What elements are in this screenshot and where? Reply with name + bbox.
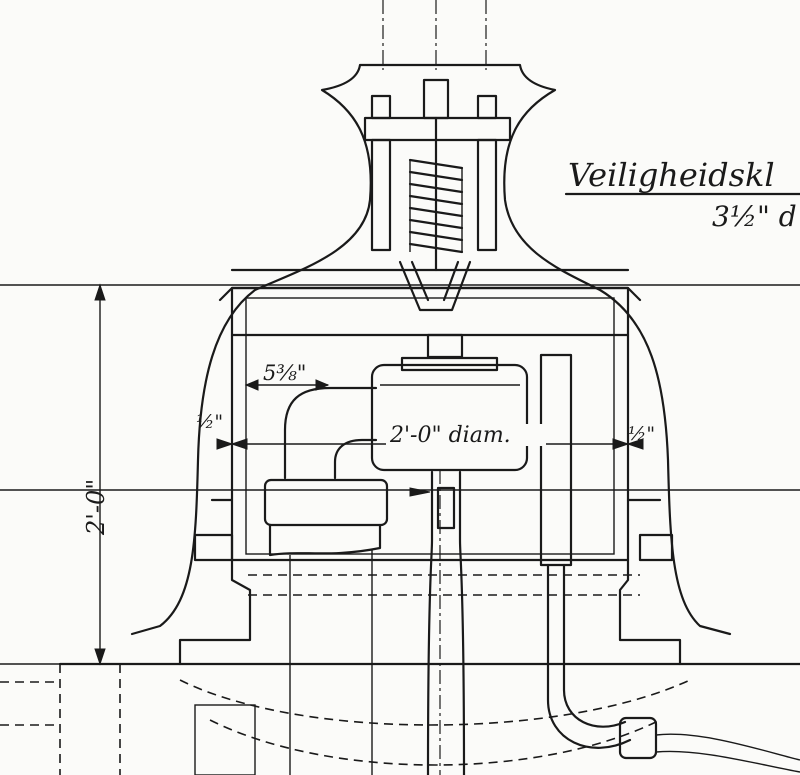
pipe-union: [618, 716, 658, 760]
nut-right: [476, 94, 498, 120]
gap-left-label: ½": [196, 411, 223, 433]
side-flanges: [193, 533, 674, 562]
vertical-pipe-right: [539, 353, 573, 567]
gap-right-arrow: [626, 438, 644, 450]
height-label: 2'-0": [82, 479, 110, 536]
offset-arrows: [244, 379, 330, 391]
adjusting-nut: [422, 78, 450, 120]
valve-chest: [370, 363, 529, 472]
offset-label: 5⅜": [263, 361, 306, 385]
elbow-broken-section: [268, 523, 382, 557]
base-legs: [178, 558, 682, 666]
crosshead-bar: [363, 116, 512, 142]
chest-nut: [426, 333, 464, 359]
stem-arrow: [409, 487, 431, 497]
bowl-hidden-curve: [179, 679, 691, 726]
nut-left: [370, 94, 392, 120]
height-arrows: [94, 283, 106, 666]
casing-inner-rect: [245, 297, 615, 555]
spring-coils: [408, 158, 464, 254]
bowl-hidden-curve-2: [209, 719, 661, 766]
title-line-1: Veiligheidskl: [568, 156, 775, 194]
title-line-2: 3½" d: [712, 200, 797, 233]
pipe-bend-right: [546, 563, 632, 749]
dome-outline: [130, 63, 732, 636]
cover-flange: [218, 286, 642, 302]
gap-right-label: ½": [628, 423, 655, 445]
stem-collar: [436, 486, 456, 530]
stem-rod: [426, 470, 466, 775]
bottom-left-block: [194, 704, 256, 775]
valve-seat: [398, 260, 472, 312]
elbow-pipe: [283, 386, 378, 480]
gap-left-arrow: [216, 438, 234, 450]
pipe-tail: [655, 733, 800, 773]
diameter-label-bg: [386, 424, 546, 446]
elbow-flange: [263, 478, 389, 527]
stud-right: [476, 138, 498, 252]
diameter-arrows: [230, 438, 630, 450]
diameter-label: 2'-0" diam.: [389, 423, 511, 448]
stud-left: [370, 138, 392, 252]
